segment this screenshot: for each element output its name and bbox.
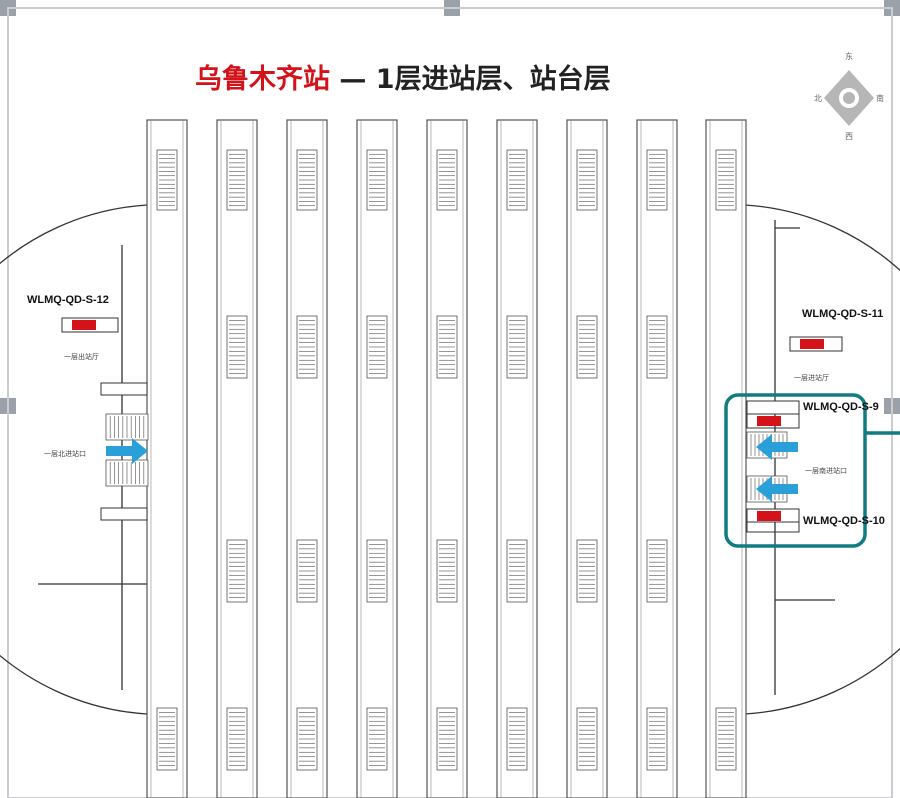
stair-icon bbox=[715, 707, 737, 771]
stair-icon bbox=[436, 149, 458, 211]
stair-icon bbox=[646, 315, 668, 379]
platform bbox=[356, 119, 398, 798]
stair-icon bbox=[715, 149, 737, 211]
stair-icon bbox=[506, 149, 528, 211]
device-code-s9: WLMQ-QD-S-9 bbox=[803, 401, 879, 413]
platform bbox=[636, 119, 678, 798]
right-exit-label: 一层南进站口 bbox=[805, 467, 847, 475]
left-entrance bbox=[100, 382, 149, 521]
device-s11-screen bbox=[800, 339, 824, 349]
page-title: 乌鲁木齐站 — 1层进站层、站台层 bbox=[195, 57, 611, 96]
entry-arrow-icon bbox=[756, 434, 798, 460]
device-code-s12: WLMQ-QD-S-12 bbox=[27, 294, 109, 306]
compass-south-label: 西 bbox=[845, 132, 853, 141]
platform bbox=[566, 119, 608, 798]
device-code-s11: WLMQ-QD-S-11 bbox=[802, 308, 884, 320]
right-entrance bbox=[746, 400, 800, 533]
stair-icon bbox=[226, 707, 248, 771]
device-s9-screen bbox=[757, 416, 781, 426]
stair-icon bbox=[296, 149, 318, 211]
stair-icon bbox=[366, 707, 388, 771]
stair-icon bbox=[576, 315, 598, 379]
concourse-left-arc bbox=[0, 204, 148, 715]
image-frame bbox=[7, 7, 893, 798]
stair-icon bbox=[105, 413, 149, 441]
screen-device-icon bbox=[61, 317, 119, 333]
compass-west-label: 北 bbox=[814, 94, 822, 103]
compass-north-label: 东 bbox=[845, 52, 853, 61]
device-s9-holder bbox=[746, 413, 800, 429]
platform bbox=[426, 119, 468, 798]
right-hall-label: 一层进站厅 bbox=[794, 374, 829, 382]
station-name: 乌鲁木齐站 bbox=[195, 64, 330, 95]
platform bbox=[216, 119, 258, 798]
platform bbox=[496, 119, 538, 798]
compass-icon bbox=[824, 70, 874, 126]
highlight-box bbox=[724, 393, 867, 548]
device-code-s10: WLMQ-QD-S-10 bbox=[803, 515, 885, 527]
stair-icon bbox=[226, 539, 248, 603]
stair-icon bbox=[296, 539, 318, 603]
stair-icon bbox=[576, 149, 598, 211]
left-exit-label: 一层北进站口 bbox=[44, 450, 86, 458]
device-s12-screen bbox=[72, 320, 96, 330]
platform bbox=[146, 119, 188, 798]
stair-icon bbox=[646, 149, 668, 211]
stair-icon bbox=[646, 707, 668, 771]
stair-icon bbox=[105, 459, 149, 487]
stair-icon bbox=[296, 707, 318, 771]
left-entrance-canopy-top bbox=[100, 382, 148, 396]
left-entrance-canopy-bottom bbox=[100, 507, 148, 521]
stair-icon bbox=[156, 149, 178, 211]
stair-icon bbox=[366, 315, 388, 379]
stair-icon bbox=[366, 539, 388, 603]
stair-icon bbox=[156, 707, 178, 771]
platform bbox=[286, 119, 328, 798]
stair-icon bbox=[436, 315, 458, 379]
floor-title: — 1层进站层、站台层 bbox=[330, 64, 611, 95]
stair-icon bbox=[576, 539, 598, 603]
entry-arrow-icon bbox=[756, 476, 798, 502]
device-s9-frame bbox=[746, 400, 800, 415]
device-s10-holder bbox=[746, 521, 800, 533]
device-s10-screen bbox=[757, 511, 781, 521]
stair-icon bbox=[436, 539, 458, 603]
stair-icon bbox=[296, 315, 318, 379]
stair-icon bbox=[436, 707, 458, 771]
compass-east-label: 南 bbox=[876, 94, 884, 103]
stair-icon bbox=[506, 315, 528, 379]
stair-icon bbox=[576, 707, 598, 771]
platforms bbox=[146, 119, 747, 798]
concourse-right-arc bbox=[744, 204, 900, 715]
stair-icon bbox=[506, 707, 528, 771]
stair-icon bbox=[506, 539, 528, 603]
left-entrance-gates bbox=[105, 413, 149, 487]
stair-icon bbox=[646, 539, 668, 603]
left-hall-label: 一层出站厅 bbox=[64, 353, 99, 361]
stair-icon bbox=[366, 149, 388, 211]
entry-arrow-icon bbox=[106, 438, 148, 464]
screen-device-icon bbox=[789, 336, 843, 352]
compass-center bbox=[843, 92, 855, 104]
stair-icon bbox=[226, 315, 248, 379]
stair-icon bbox=[226, 149, 248, 211]
